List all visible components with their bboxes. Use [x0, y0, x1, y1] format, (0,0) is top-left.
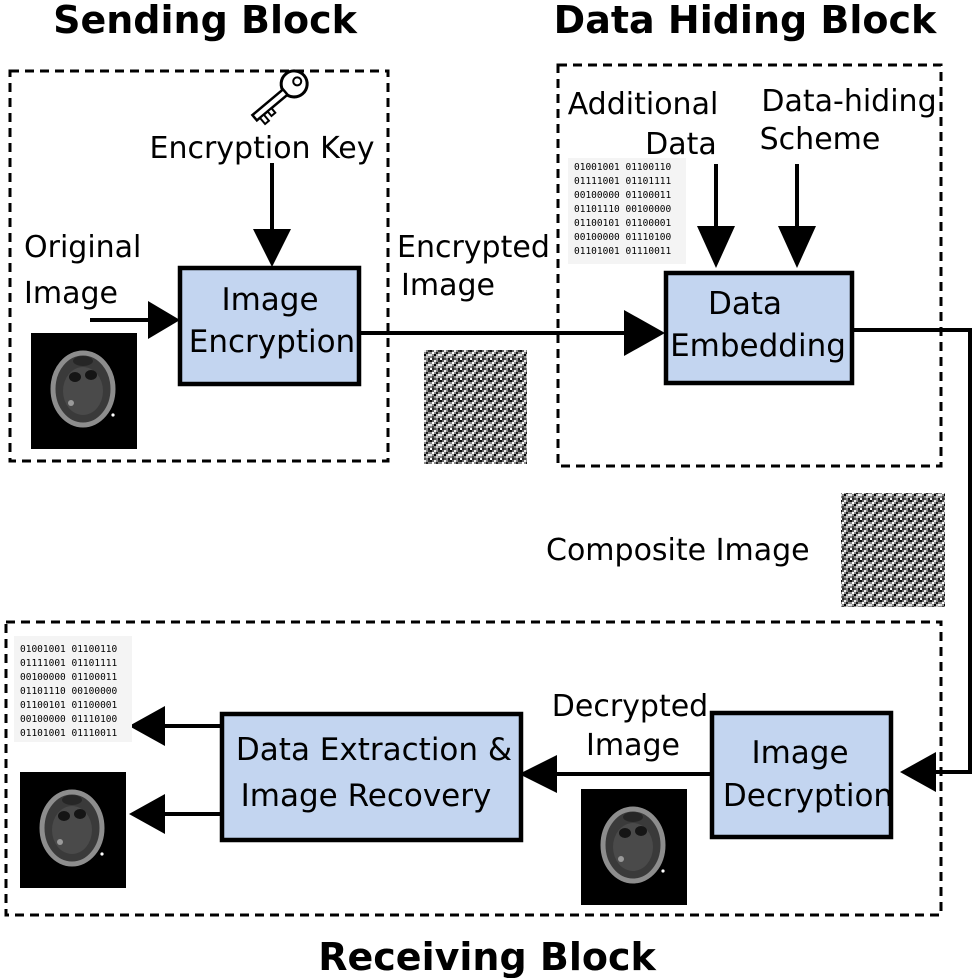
composite-arrow-head [900, 752, 936, 792]
recovered-ct-image [20, 772, 126, 888]
additional-data-arrow-head [697, 226, 735, 268]
composite-wire [852, 328, 972, 774]
binary-line: 01101001 01110011 [20, 728, 118, 739]
binary-line: 01101110 00100000 [20, 686, 118, 697]
image-encryption-label-line2: Encryption [189, 324, 355, 360]
additional-data-label-line1: Additional [568, 87, 719, 122]
original-ct-image [31, 333, 137, 449]
data-extraction-box [219, 711, 524, 843]
receiving-block-title: Receiving Block [318, 935, 656, 978]
encrypted-image-label-line2: Image [401, 268, 495, 303]
encryption-key-label: Encryption Key [150, 131, 375, 166]
binary-line: 00100000 01100011 [20, 672, 118, 683]
binary-line: 01001001 01100110 [574, 162, 672, 173]
binary-line: 01001001 01100110 [20, 644, 118, 655]
extracted-binary-data: 01001001 01100110 01111001 01101111 0010… [14, 636, 132, 742]
additional-data-label-line2: Data [645, 127, 717, 162]
recovered-image-arrow-head [129, 794, 165, 834]
image-decryption-label-line1: Image [751, 735, 848, 771]
data-hiding-block-region [556, 63, 943, 468]
data-embedding-label-line2: Embedding [670, 328, 846, 364]
sending-block-region [8, 69, 390, 463]
composite-image-label: Composite Image [546, 533, 810, 568]
encrypted-image-label-line1: Encrypted [397, 230, 550, 265]
image-decryption-label-line2: Decryption [723, 778, 893, 814]
original-image-label-line1: Original [24, 230, 141, 265]
binary-line: 01111001 01101111 [20, 658, 118, 669]
decrypted-image-label-line2: Image [586, 728, 680, 763]
composite-noise-image [841, 493, 945, 607]
image-decryption-box [709, 710, 894, 840]
decrypted-image-label-line1: Decrypted [552, 689, 708, 724]
original-arrow-head [148, 301, 180, 339]
additional-binary-data: 01001001 01100110 01111001 01101111 0010… [568, 158, 686, 264]
binary-line: 00100000 01100011 [574, 190, 672, 201]
receiving-block-region [4, 620, 943, 917]
encrypted-noise-image [424, 350, 527, 464]
image-encryption-label-line1: Image [221, 282, 318, 318]
binary-line: 00100000 01110100 [20, 714, 118, 725]
data-hiding-scheme-label-line1: Data-hiding [761, 84, 936, 119]
data-extraction-label-line1: Data Extraction & [236, 732, 512, 768]
data-embedding-label-line1: Data [708, 286, 782, 322]
key-icon [250, 69, 309, 126]
extracted-data-arrow-head [129, 706, 165, 746]
data-hiding-block-title: Data Hiding Block [554, 0, 937, 42]
binary-line: 01111001 01101111 [574, 176, 672, 187]
binary-line: 01101110 00100000 [574, 204, 672, 215]
scheme-arrow-head [778, 226, 816, 268]
original-image-label-line2: Image [24, 276, 118, 311]
binary-line: 01100101 01100001 [574, 218, 672, 229]
key-arrow-head [253, 229, 291, 267]
binary-line: 01100101 01100001 [20, 700, 118, 711]
sending-block-title: Sending Block [53, 0, 358, 42]
data-hiding-scheme-label-line2: Scheme [760, 122, 881, 157]
encrypted-arrow-head [624, 310, 665, 356]
image-encryption-box [177, 265, 362, 387]
data-extraction-label-line2: Image Recovery [241, 778, 492, 814]
binary-line: 01101001 01110011 [574, 246, 672, 257]
decrypted-arrow-head [519, 755, 557, 793]
decrypted-ct-image [581, 789, 687, 905]
binary-line: 00100000 01110100 [574, 232, 672, 243]
